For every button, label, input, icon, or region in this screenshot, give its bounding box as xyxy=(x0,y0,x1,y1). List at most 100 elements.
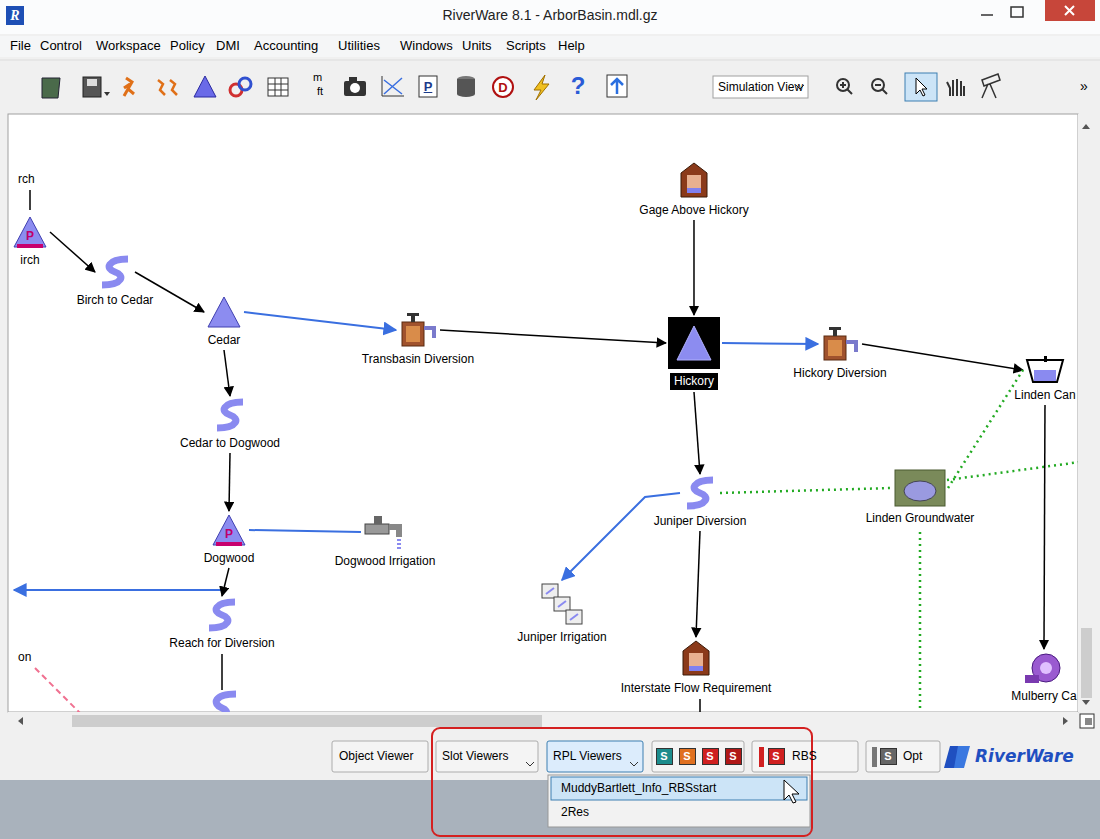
ui-label: m xyxy=(313,70,322,85)
river-object: Linden Groundwater xyxy=(866,469,975,526)
object-name: Cedar xyxy=(208,333,241,348)
ui-label: » xyxy=(1080,79,1088,94)
ui-label: R xyxy=(10,8,19,24)
ui-label: DMI xyxy=(216,38,240,53)
object-icon xyxy=(97,255,133,289)
object-icon xyxy=(1024,651,1064,685)
link-connector xyxy=(1044,405,1045,649)
object-name: Juniper Irrigation xyxy=(517,630,606,645)
object-name: Interstate Flow Requirement xyxy=(621,681,772,696)
link-connector xyxy=(722,343,818,344)
ui-label: S xyxy=(702,748,719,765)
window-frame xyxy=(0,0,1100,780)
river-object: Transbasin Diversion xyxy=(362,312,474,367)
object-name: irch xyxy=(20,253,39,268)
ui-label: ft xyxy=(317,84,323,99)
object-icon xyxy=(398,312,438,348)
object-icon xyxy=(363,514,407,550)
ui-label: P xyxy=(424,79,433,94)
ui-label: S xyxy=(656,748,673,765)
ui-label: 2Res xyxy=(561,805,589,820)
ui-label: MuddyBartlett_Info_RBSstart xyxy=(561,781,716,796)
toolbar-icons xyxy=(42,73,1000,101)
link-connector xyxy=(694,392,700,474)
river-object: Juniper Diversion xyxy=(654,476,747,529)
object-icon xyxy=(682,476,718,510)
ui-label: Policy xyxy=(170,38,205,53)
link-connector xyxy=(440,330,666,343)
popup-menu xyxy=(432,728,812,836)
object-name: Hickory Diversion xyxy=(793,366,886,381)
link-connector xyxy=(948,370,1023,488)
river-object: Hickory xyxy=(668,317,720,390)
river-object: Mulberry Ca xyxy=(1011,651,1076,704)
ui-label: File xyxy=(10,38,31,53)
link-connector xyxy=(224,350,230,396)
object-icon xyxy=(206,295,242,329)
ui-label: S xyxy=(768,748,785,765)
object-icon xyxy=(894,469,946,507)
object-name: Gage Above Hickory xyxy=(639,203,748,218)
river-object: Linden Can xyxy=(1014,356,1075,403)
ui-label: Workspace xyxy=(96,38,161,53)
object-name: Dogwood Irrigation xyxy=(335,554,436,569)
object-icon xyxy=(679,161,709,199)
object-icon xyxy=(668,317,720,369)
object-icon xyxy=(540,582,584,626)
ui-label: Accounting xyxy=(254,38,318,53)
ui-label: P xyxy=(26,229,34,244)
river-object: Reach for Diversion xyxy=(169,598,274,651)
ui-label: Utilities xyxy=(338,38,380,53)
object-name: Linden Groundwater xyxy=(866,511,975,526)
object-icon xyxy=(820,326,860,362)
ui-label: Units xyxy=(462,38,492,53)
status-bar xyxy=(332,741,970,772)
object-icon xyxy=(1025,356,1065,384)
ui-label: D xyxy=(498,80,507,95)
river-object: Birch to Cedar xyxy=(77,255,154,308)
object-icon xyxy=(681,639,711,677)
link-connector xyxy=(50,232,95,272)
link-connector xyxy=(244,312,396,330)
river-object: Gage Above Hickory xyxy=(639,161,748,218)
ui-label: on xyxy=(18,650,31,665)
link-connector xyxy=(693,220,695,315)
ui-label: Simulation View xyxy=(718,80,803,95)
link-connector xyxy=(222,568,229,596)
ui-label: ? xyxy=(571,72,586,100)
ui-label: Object Viewer xyxy=(339,749,413,764)
object-name: Mulberry Ca xyxy=(1011,689,1076,704)
object-name: Hickory xyxy=(670,373,718,390)
object-name: Cedar to Dogwood xyxy=(180,436,280,451)
river-object: Cedar to Dogwood xyxy=(180,398,280,451)
ui-label: RiverWare xyxy=(975,746,1074,766)
river-object: Juniper Irrigation xyxy=(517,582,606,645)
river-object: Interstate Flow Requirement xyxy=(621,639,772,696)
river-object: Hickory Diversion xyxy=(793,326,886,381)
link-connector xyxy=(249,530,361,532)
river-object: Cedar xyxy=(206,295,242,348)
object-name: Juniper Diversion xyxy=(654,514,747,529)
ui-label: RiverWare 8.1 - ArborBasin.mdl.gz xyxy=(443,8,658,23)
workspace-canvas xyxy=(8,114,1095,730)
ui-label: S xyxy=(725,748,742,765)
link-connector xyxy=(696,531,700,637)
ui-label: P xyxy=(225,527,233,542)
ui-label: S xyxy=(679,748,696,765)
ui-label: RBS xyxy=(792,749,817,764)
ui-label: Control xyxy=(40,38,82,53)
ui-label: Slot Viewers xyxy=(442,749,508,764)
object-icon xyxy=(204,598,240,632)
river-object: Dogwood Irrigation xyxy=(335,514,436,569)
link-connector xyxy=(229,453,230,511)
object-name: Transbasin Diversion xyxy=(362,352,474,367)
object-icon xyxy=(212,398,248,432)
object-name: Birch to Cedar xyxy=(77,293,154,308)
object-name: Dogwood xyxy=(204,551,255,566)
object-name: Reach for Diversion xyxy=(169,636,274,651)
ui-label: Opt xyxy=(903,749,922,764)
link-connector xyxy=(720,488,892,493)
